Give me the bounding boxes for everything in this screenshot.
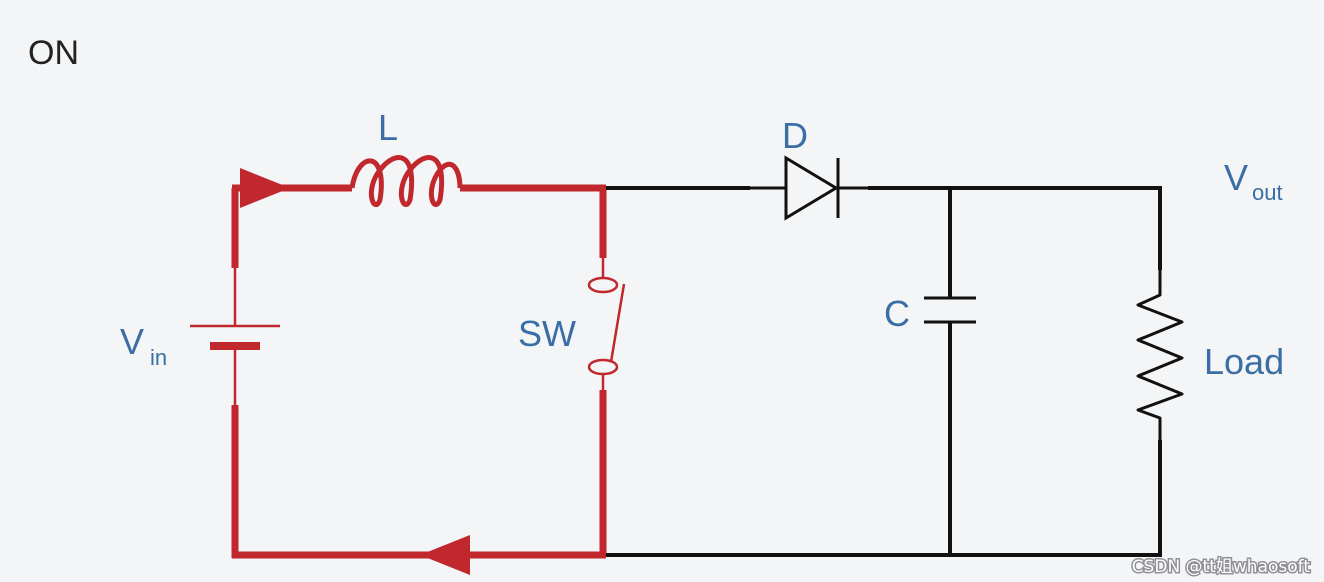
diode-label: D	[782, 115, 808, 156]
vout-label: V	[1224, 157, 1248, 198]
state-label: ON	[28, 34, 79, 72]
switch-label: SW	[518, 313, 576, 354]
capacitor-label: C	[884, 293, 910, 334]
vout-subscript: out	[1252, 180, 1283, 205]
diode-symbol	[750, 155, 868, 221]
switch-symbol	[587, 258, 626, 390]
vin-label: V	[120, 321, 144, 362]
inductor-coil	[349, 155, 463, 208]
current-arrow-bottom-icon	[420, 535, 470, 575]
inactive-wiring	[606, 186, 1162, 557]
capacitor-symbol	[924, 296, 976, 324]
watermark-text: CSDN @tt姐whaosoft	[1132, 557, 1311, 577]
load-resistor-symbol	[1136, 270, 1184, 440]
current-arrow-top-icon	[240, 168, 290, 208]
inductor-label: L	[378, 107, 398, 148]
active-current-loop	[231, 184, 607, 559]
load-label: Load	[1204, 341, 1284, 382]
battery-symbol	[190, 268, 280, 405]
vin-subscript: in	[150, 345, 167, 370]
